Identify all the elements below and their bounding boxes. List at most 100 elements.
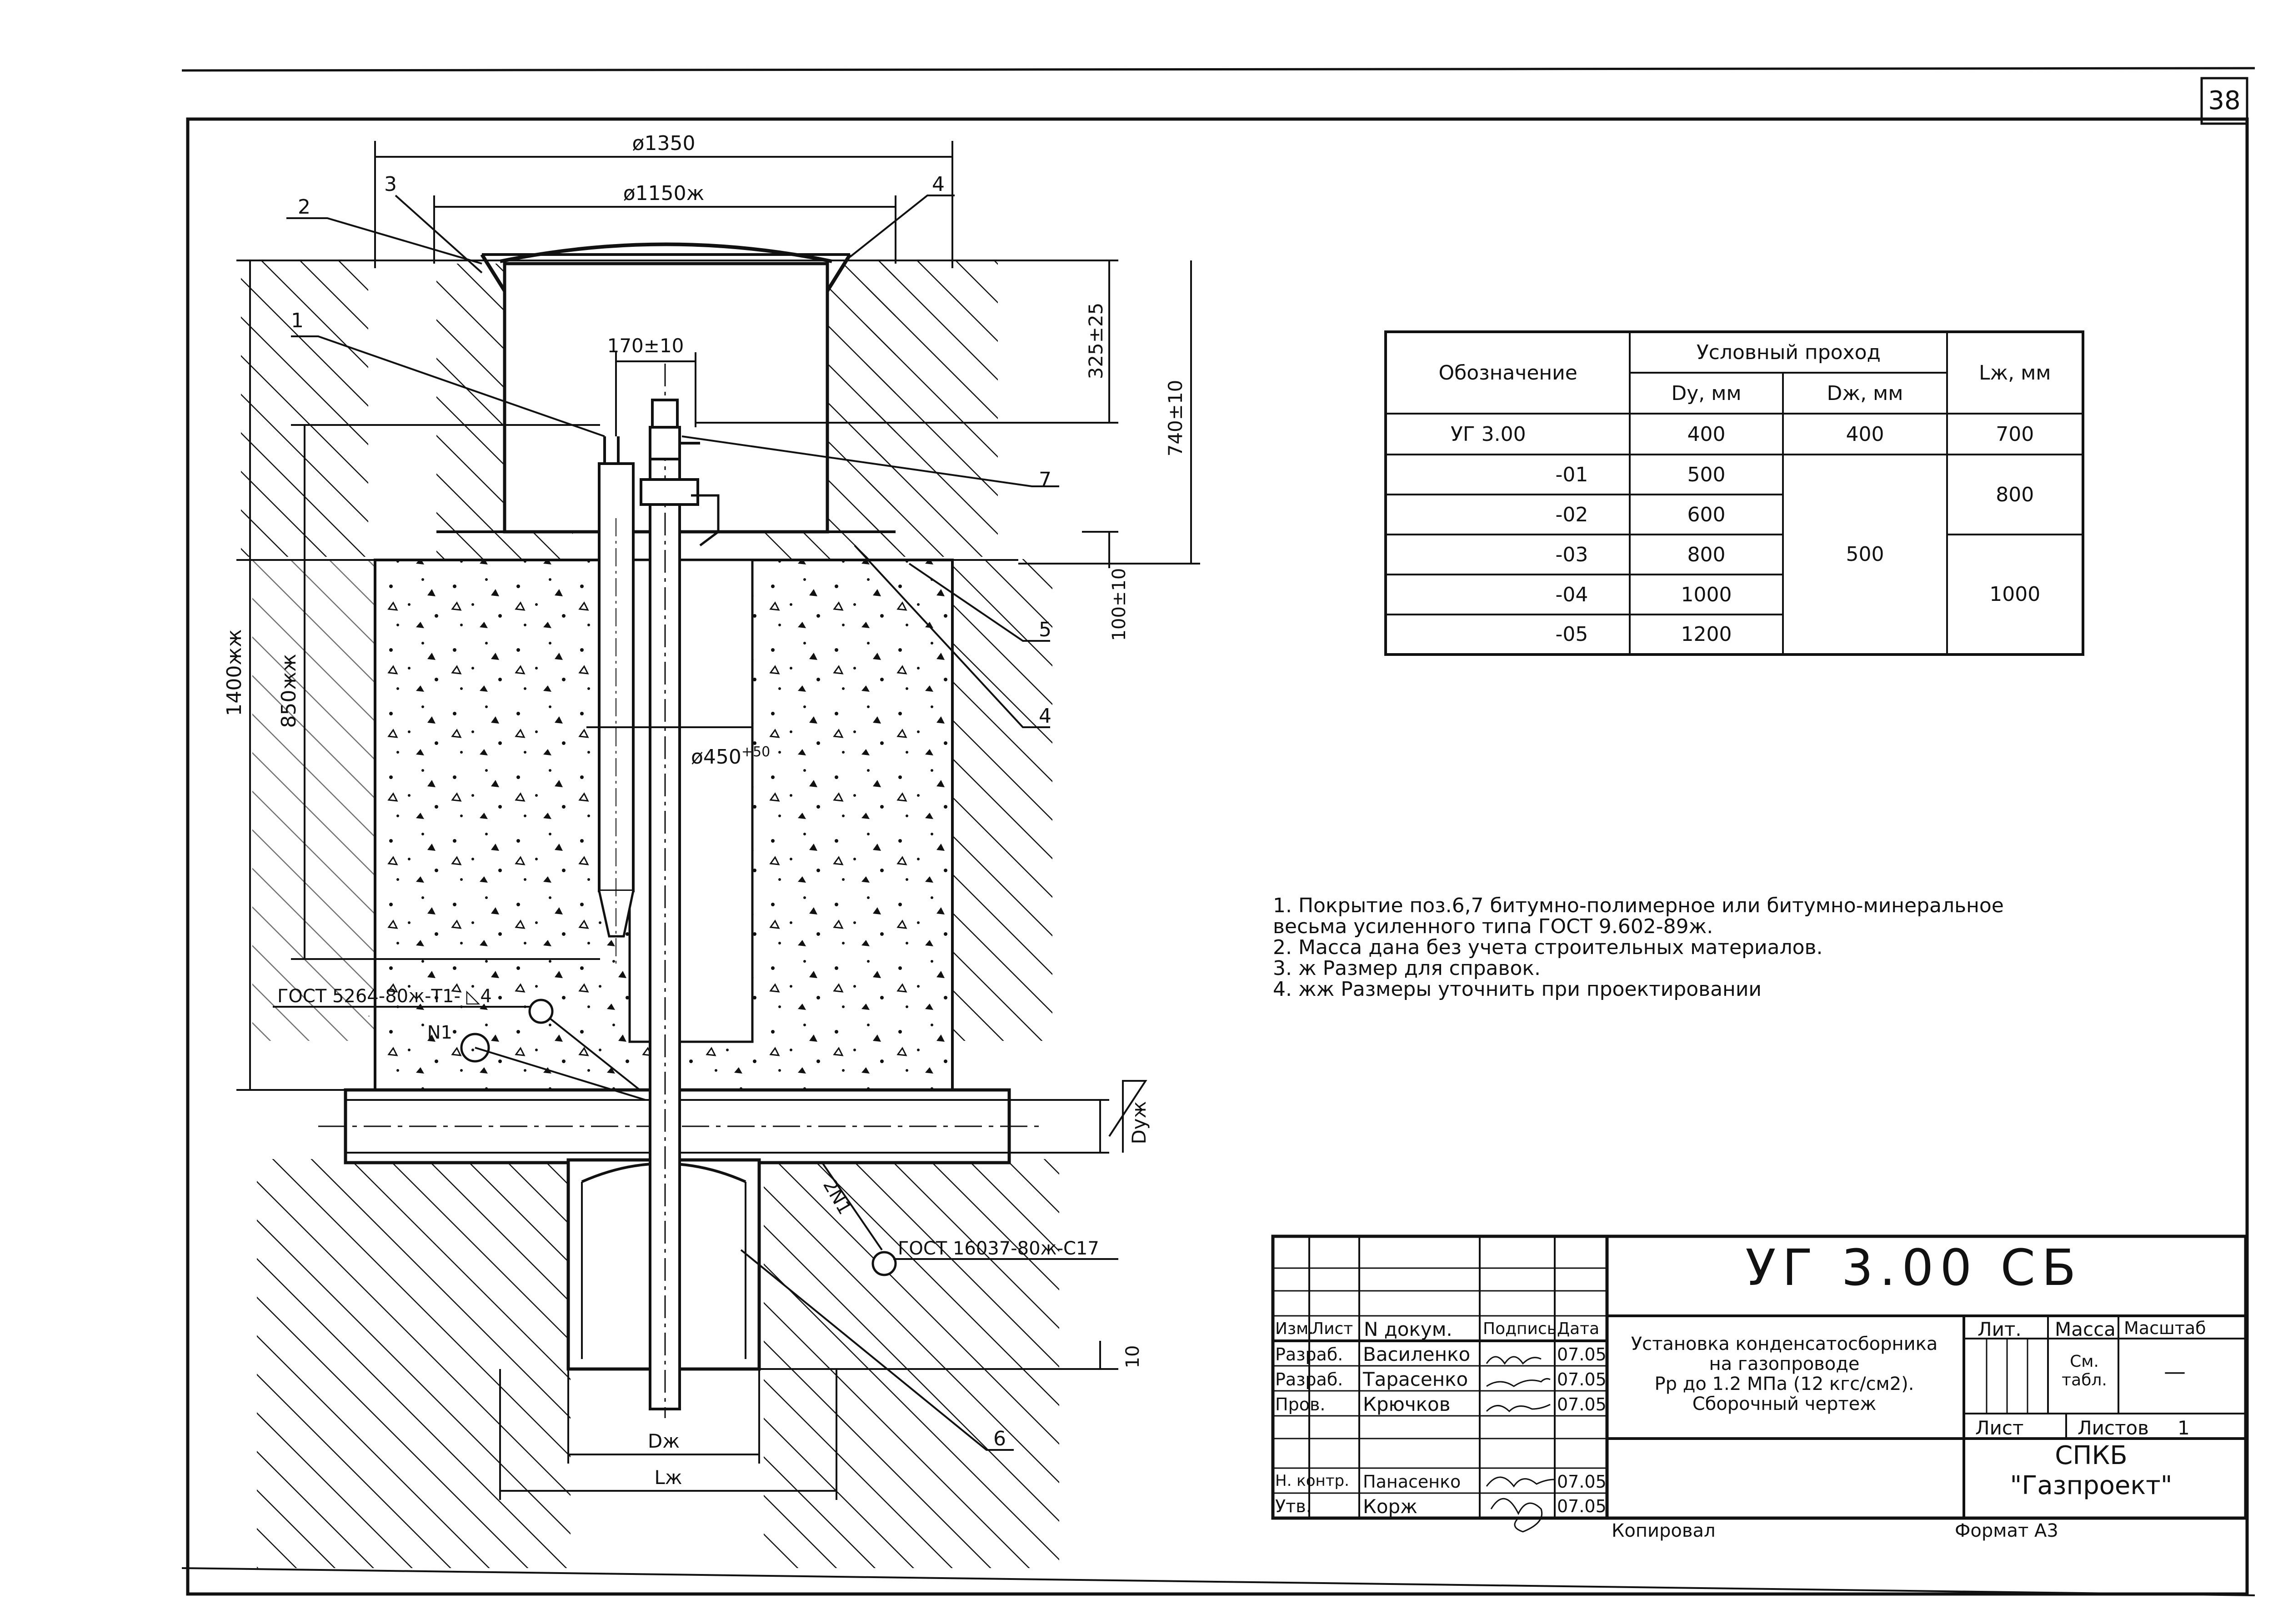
tb-name: Панасенко (1363, 1472, 1461, 1492)
spec-table: Обозначение Условный проход Lж, мм Dy, м… (1384, 330, 2084, 656)
spec-cell-l: 700 (1946, 413, 2084, 455)
table-row: -02 600 (1384, 494, 2083, 535)
dim-100: 100±10 (1109, 568, 1130, 641)
spec-header-d: Dж, мм (1782, 372, 1948, 415)
tb-name: Тарасенко (1363, 1368, 1468, 1390)
org-line: "Газпроект" (2010, 1471, 2173, 1500)
dim-450: ø450+50 (691, 744, 770, 769)
tb-role: Н. контр. (1275, 1472, 1349, 1490)
format-label: Формат А3 (1955, 1520, 2058, 1541)
callout-5: 5 (1039, 618, 1051, 641)
riser-pipes (598, 364, 720, 1418)
drawing-code: УГ 3.00 СБ (1745, 1239, 2083, 1297)
tb-header-izm: Изм. (1275, 1319, 1314, 1338)
tb-sheet: Лист (1975, 1417, 2024, 1439)
spec-cell-name: УГ 3.00 (1384, 413, 1631, 455)
table-row: -05 1200 (1384, 614, 2083, 655)
spec-cell-dy: 1000 (1629, 574, 1784, 615)
title-line: Установка конденсатосборника (1631, 1334, 1938, 1354)
signatures (1486, 1356, 1555, 1533)
dimension-lines (236, 141, 1200, 1500)
tb-mass-value: См. табл. (2062, 1352, 2107, 1389)
tb-lit: Лит. (1978, 1318, 2022, 1340)
soil-hatching (241, 261, 1059, 1568)
note-line: 2. Масса дана без учета строительных мат… (1273, 936, 1823, 959)
org-line: СПКБ (2055, 1441, 2128, 1470)
note-line: 3. ж Размер для справок. (1273, 957, 1541, 980)
tb-date: 07.05 (1557, 1344, 1607, 1364)
callout-6: 6 (993, 1427, 1006, 1450)
hatch-cover (500, 242, 832, 263)
weld-mark-bottom (871, 1251, 897, 1276)
spec-header-dy: Dy, мм (1629, 372, 1784, 415)
central-pit (628, 559, 754, 1043)
title-block-frame (1271, 1234, 2248, 1520)
tb-date: 07.05 (1557, 1496, 1607, 1516)
spec-cell-dy: 800 (1629, 534, 1784, 575)
tb-role: Пров. (1275, 1394, 1326, 1414)
node-n1-label: N1 (427, 1022, 452, 1043)
spec-cell-dy: 600 (1629, 494, 1784, 535)
note-line: весьма усиленного типа ГОСТ 9.602-89ж. (1273, 915, 1713, 938)
weld-note-top: ГОСТ 5264-80ж-Т1- ◺4 (277, 986, 492, 1007)
tb-sheets-count: 1 (2178, 1417, 2190, 1439)
page-number-box (2200, 77, 2248, 125)
title-line: Сборочный чертеж (1692, 1394, 1877, 1414)
tb-date: 07.05 (1557, 1394, 1607, 1414)
tb-mass: Масса (2055, 1318, 2116, 1340)
dim-1350: ø1350 (632, 132, 696, 155)
tb-header-sign: Подпись (1483, 1319, 1557, 1338)
spec-cell-d-merged: 500 (1782, 454, 1948, 655)
weld-mark-top (528, 999, 554, 1024)
tb-scale: Масштаб (2124, 1318, 2206, 1338)
callout-7: 7 (1039, 468, 1051, 491)
callout-4-top: 3 (384, 173, 397, 196)
tb-role: Утв. (1275, 1496, 1312, 1516)
tb-header-ndoc: N докум. (1364, 1318, 1452, 1340)
tb-name: Корж (1363, 1495, 1418, 1518)
dim-l: Lж (654, 1466, 682, 1489)
spec-cell-name: -03 (1384, 534, 1631, 575)
spec-cell-dy: 1200 (1629, 614, 1784, 655)
drawing-frame (186, 117, 2249, 1596)
sheet-top-rule (181, 67, 2255, 72)
tb-date: 07.05 (1557, 1369, 1607, 1389)
weld-note-bottom: ГОСТ 16037-80ж-С17 (898, 1238, 1099, 1259)
gas-pipe (318, 1088, 1046, 1164)
tb-name: Василенко (1363, 1343, 1471, 1365)
spec-cell-name: -02 (1384, 494, 1631, 535)
tb-role: Разраб. (1275, 1369, 1343, 1389)
callout-3: 4 (932, 173, 945, 196)
spec-cell-name: -01 (1384, 454, 1631, 495)
general-notes: 1. Покрытие поз.6,7 битумно-полимерное и… (1273, 895, 2182, 1000)
table-row: -04 1000 (1384, 574, 2083, 615)
callout-4-bottom: 4 (1039, 705, 1051, 728)
callout-2: 2 (298, 195, 310, 219)
title-line: на газопроводе (1709, 1354, 1860, 1374)
tb-date: 07.05 (1557, 1472, 1607, 1492)
tb-header-date: Дата (1557, 1319, 1600, 1338)
copied-label: Копировал (1612, 1520, 1716, 1541)
note-line: 4. жж Размеры уточнить при проектировани… (1273, 978, 1762, 1001)
spec-header-passage: Условный проход (1629, 331, 1948, 374)
table-row: УГ 3.00 400 400 700 (1384, 413, 2084, 455)
spec-cell-dy: 400 (1629, 413, 1784, 455)
page-number: 38 (2208, 86, 2241, 115)
leader-lines (286, 195, 1059, 1451)
spec-cell-dy: 500 (1629, 454, 1784, 495)
dim-1150: ø1150ж (623, 182, 705, 205)
dim-10: 10 (1122, 1345, 1143, 1369)
dim-dy: Dyж (1128, 1101, 1150, 1144)
dim-1400: 1400жж (223, 629, 246, 716)
drawing-title: Установка конденсатосборника на газопров… (1607, 1334, 1962, 1414)
tb-sheets: Листов (2078, 1417, 2149, 1439)
tb-name: Крючков (1363, 1393, 1451, 1415)
dim-d: Dж (648, 1430, 680, 1452)
spec-cell-d: 400 (1782, 413, 1948, 455)
dim-325: 325±25 (1085, 303, 1107, 380)
tb-header-list: Лист (1312, 1319, 1353, 1338)
tb-role: Разраб. (1275, 1344, 1343, 1364)
note-line: 1. Покрытие поз.6,7 битумно-полимерное и… (1273, 894, 2004, 917)
tb-scale-value: — (2164, 1359, 2186, 1384)
